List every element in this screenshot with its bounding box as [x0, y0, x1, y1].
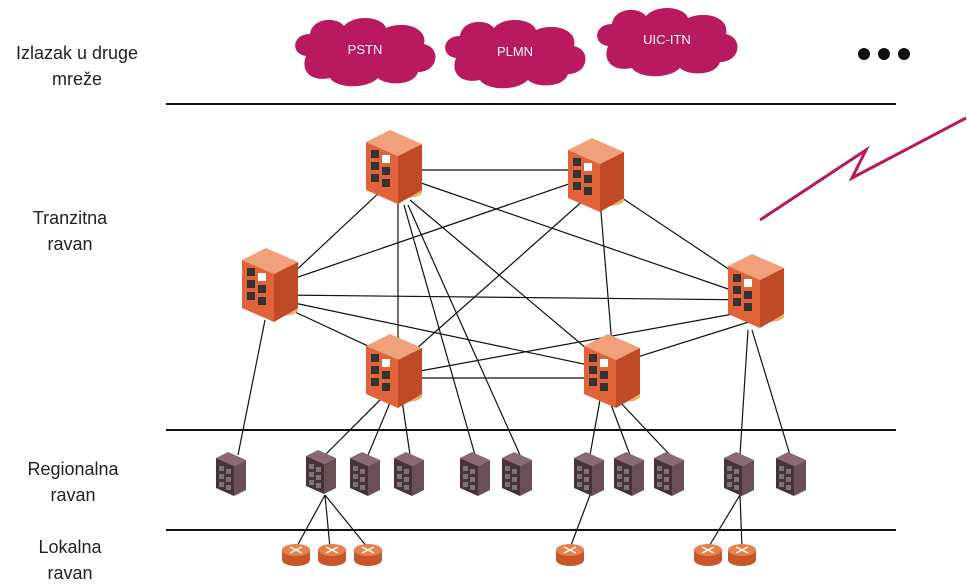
cloud-label-plmn: PLMN — [496, 44, 534, 59]
transit-switch-icon — [568, 138, 624, 212]
layer-label-local: Lokalna ravan — [38, 537, 102, 583]
regional-switch-icon — [614, 452, 644, 496]
local-router-icon — [693, 543, 723, 567]
regional-switch-icon — [216, 452, 246, 496]
transit-switch-icon — [242, 248, 298, 322]
regional-switch-icon — [574, 452, 604, 496]
transit-switch-icon — [366, 334, 422, 408]
regional-switch-icon — [394, 452, 424, 496]
regional-switch-icon — [724, 452, 754, 496]
regional-switch-icon — [460, 452, 490, 496]
regional-switch-icon — [776, 452, 806, 496]
local-router-icon — [555, 543, 585, 567]
more-networks-icon — [858, 48, 910, 60]
radio-link-icon — [759, 116, 967, 222]
transit-switch-icon — [366, 130, 422, 204]
local-router-icon — [727, 543, 757, 567]
local-router-icon — [353, 543, 383, 567]
regional-switch-icon — [350, 452, 380, 496]
local-router-icon — [281, 543, 311, 567]
cloud-label-pstn: PSTN — [347, 42, 383, 57]
layer-label-external: Izlazak u druge mreže — [15, 43, 139, 89]
cloud-label-uic-itn: UIC-ITN — [643, 32, 691, 47]
regional-switch-icon — [502, 452, 532, 496]
transit-switch-icon — [584, 334, 640, 408]
regional-switch-icon — [306, 450, 336, 494]
layer-label-regional: Regionalna ravan — [27, 459, 119, 505]
regional-switch-icon — [654, 452, 684, 496]
local-router-icon — [317, 543, 347, 567]
transit-switch-icon — [728, 254, 784, 328]
layer-label-transit: Tranzitna ravan — [32, 208, 108, 254]
